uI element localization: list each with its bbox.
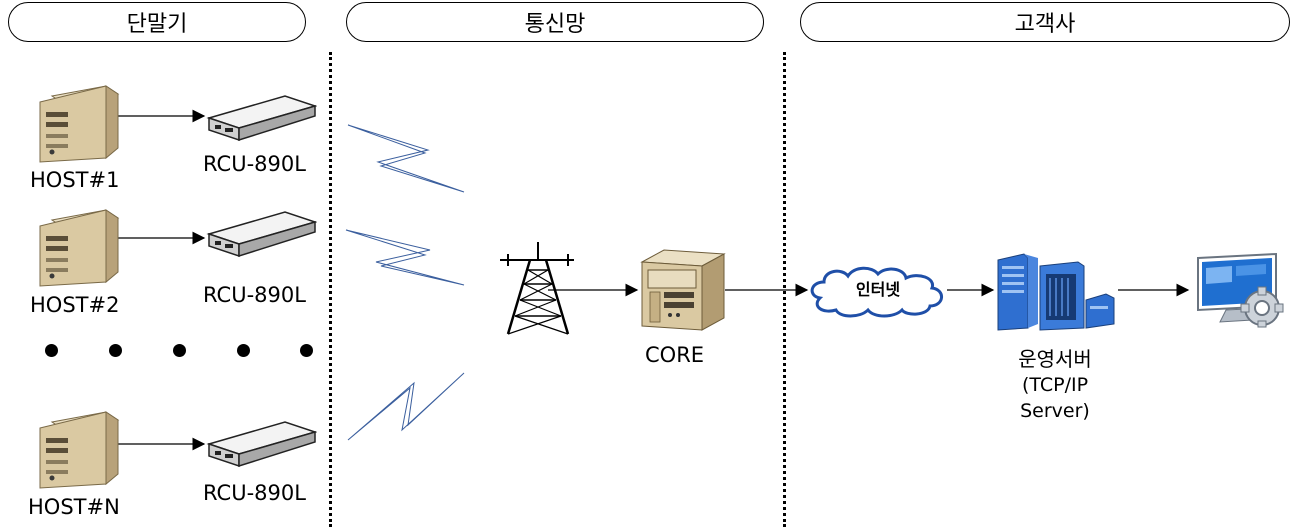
rcu-modem-icon [206, 421, 317, 468]
host-computer-icon [39, 411, 120, 489]
section-label-network: 통신망 [524, 12, 586, 37]
ellipsis-dot [237, 344, 250, 357]
host-label: HOST#1 [30, 168, 120, 192]
server-detail-line2: Server) [1020, 400, 1090, 422]
core-label: CORE [645, 343, 705, 367]
section-label-customer: 고객사 [1014, 12, 1076, 37]
rcu-label: RCU-890L [203, 481, 306, 505]
divider-terminal-network [329, 52, 332, 527]
lightning-bolt-3 [347, 372, 465, 441]
rcu-modem-icon [206, 95, 317, 142]
server-rack-icon [997, 253, 1115, 331]
section-header-network: 통신망 [346, 2, 764, 42]
section-label-terminal: 단말기 [126, 12, 188, 37]
monitor-gear-icon [1197, 252, 1284, 328]
rcu-modem-icon [206, 211, 317, 258]
server-name-label: 운영서버 [1018, 347, 1092, 371]
rcu-label: RCU-890L [203, 152, 306, 176]
cloud-icon [810, 266, 943, 318]
rcu-label: RCU-890L [203, 283, 306, 307]
core-server-icon [640, 249, 726, 331]
internet-label: 인터넷 [855, 280, 901, 299]
host-computer-icon [39, 209, 120, 287]
host-computer-icon [39, 85, 120, 163]
host-label: HOST#2 [30, 293, 120, 317]
section-header-customer: 고객사 [800, 2, 1290, 42]
ellipsis-dot [45, 344, 58, 357]
radio-tower-icon [500, 242, 574, 335]
ellipsis-dot [300, 344, 313, 357]
lightning-bolt-2 [345, 229, 465, 286]
ellipsis-dot [109, 344, 122, 357]
lightning-bolt-1 [347, 124, 465, 193]
ellipsis-dot [173, 344, 186, 357]
server-detail-line1: (TCP/IP [1021, 374, 1089, 396]
section-header-terminal: 단말기 [8, 2, 306, 42]
host-label: HOST#N [28, 495, 120, 519]
